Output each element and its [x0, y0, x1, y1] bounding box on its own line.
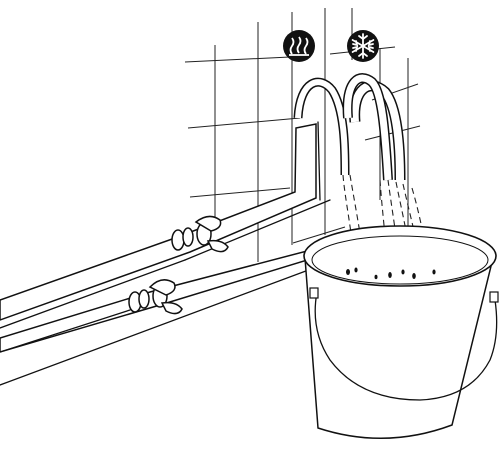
hot-valve [171, 215, 229, 253]
bucket [303, 225, 499, 439]
hot-water-icon [283, 30, 315, 62]
cold-hose [342, 73, 406, 181]
snowflake-icon [347, 30, 379, 62]
hot-hose [293, 77, 350, 176]
cold-valve [128, 279, 183, 315]
